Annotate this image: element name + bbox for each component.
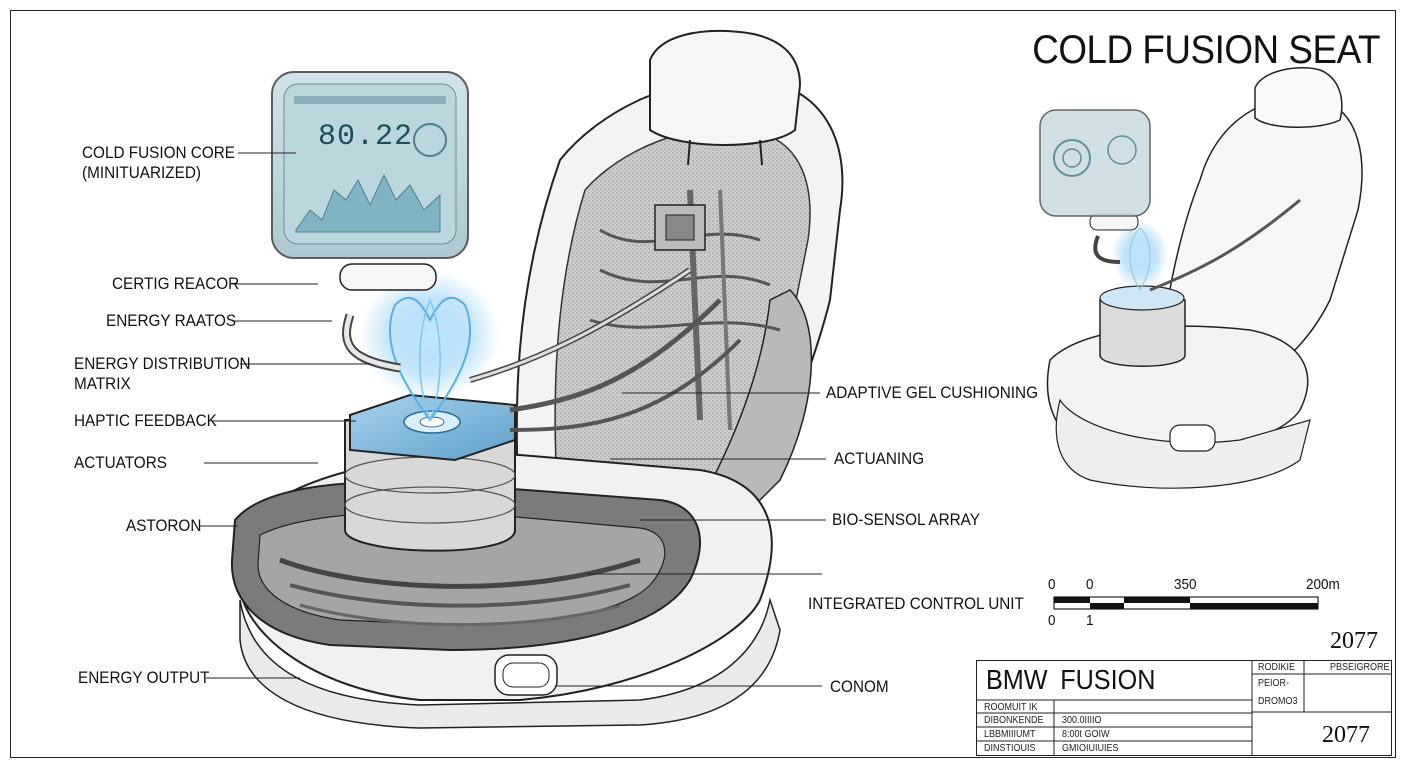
label-certig-reacor: CERTIG REACOR xyxy=(112,274,240,293)
scale-bar xyxy=(1053,596,1319,610)
label-haptic-feedback: HAPTIC FEEDBACK xyxy=(74,411,217,430)
label-bio-sensol-array: BIO-SENSOL ARRAY xyxy=(832,510,980,529)
display-readout: 80.22 xyxy=(318,120,414,154)
label-actuaning: ACTUANING xyxy=(834,449,925,468)
scale-label-bottom-1: 0 xyxy=(1048,612,1056,629)
tb-row-label-3: LBBMIIIUMT xyxy=(984,729,1036,740)
year-label: 2077 xyxy=(1330,628,1378,654)
page-title: COLD FUSION SEAT xyxy=(1032,28,1380,72)
tb-sub-2: DROMO3 xyxy=(1258,696,1298,707)
tb-row-label-2: DIBONKENDE xyxy=(984,715,1044,726)
label-adaptive-gel-cushioning: ADAPTIVE GEL CUSHIONING xyxy=(826,383,1038,402)
tb-row-label-4: DINSTIOUIS xyxy=(984,743,1036,754)
label-astoron: ASTORON xyxy=(126,516,202,535)
label-integrated-control-unit: INTEGRATED CONTROL UNIT xyxy=(808,594,1024,613)
scale-label-top-1: 0 xyxy=(1048,576,1056,593)
tb-row-label-1: ROOMUIT IK xyxy=(984,702,1038,713)
scale-label-top-3: 350 xyxy=(1174,576,1197,593)
scale-label-top-2: 0 xyxy=(1086,576,1094,593)
title-block-grid xyxy=(976,660,1392,756)
tb-sub-1: PEIOR- xyxy=(1258,678,1290,689)
label-energy-raatos: ENERGY RAATOS xyxy=(106,311,237,330)
main-seat xyxy=(230,29,844,729)
tb-row-value-4: GMIOIUIUIES xyxy=(1062,743,1119,754)
tb-header-2: PBSEIGRORE xyxy=(1330,662,1390,673)
title-block xyxy=(976,660,1392,756)
tb-header-1: RODIKIE xyxy=(1258,662,1296,673)
scale-label-top-4: 200m xyxy=(1306,576,1340,593)
scale-label-bottom-2: 1 xyxy=(1086,612,1094,629)
sheet-border xyxy=(10,10,1396,758)
tb-row-value-2: 300.0IIIIO xyxy=(1062,715,1102,726)
tb-row-value-3: 8:00t GOIW xyxy=(1062,729,1110,740)
label-cold-fusion-core: COLD FUSION CORE (MINITUARIZED) xyxy=(82,143,236,182)
leader-lines xyxy=(200,152,826,687)
display-screen xyxy=(271,71,469,259)
label-energy-output: ENERGY OUTPUT xyxy=(78,668,210,687)
title-block-year: 2077 xyxy=(1322,722,1370,748)
label-conom: CONOM xyxy=(830,677,889,696)
label-energy-distribution-matrix: ENERGY DISTRIBUTION MATRIX xyxy=(74,354,251,393)
secondary-seat xyxy=(1039,67,1363,489)
label-actuators: ACTUATORS xyxy=(74,453,167,472)
